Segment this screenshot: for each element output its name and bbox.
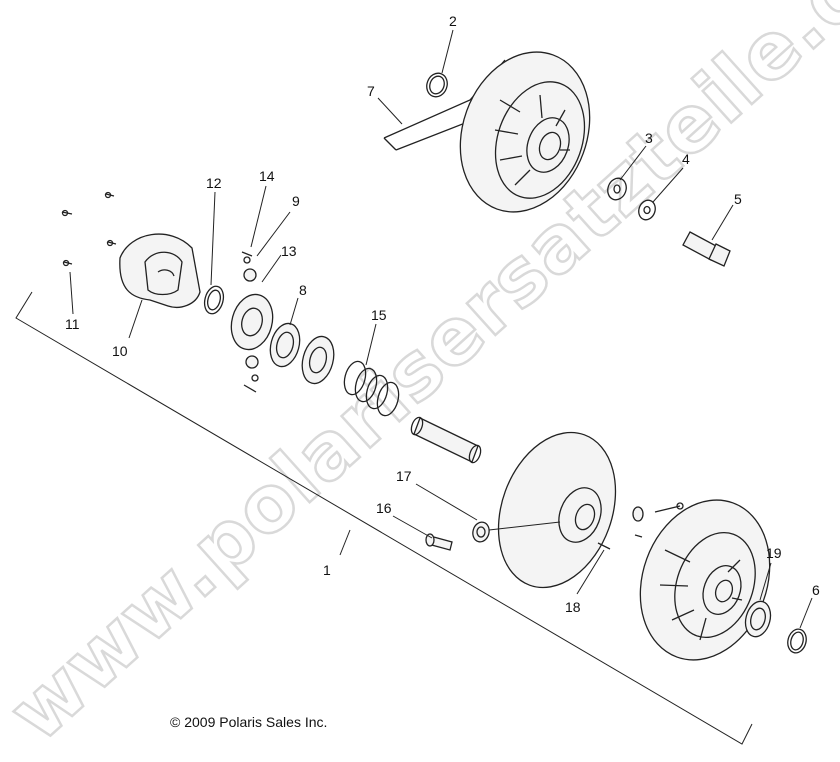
- callout-6: 6: [812, 582, 820, 598]
- retaining-ring-part-6: [787, 628, 807, 654]
- callout-11: 11: [65, 316, 80, 332]
- shaft: [410, 416, 482, 464]
- spring-part-15: [343, 360, 400, 417]
- callout-19: 19: [766, 545, 782, 561]
- o-ring-part-2: [426, 72, 448, 98]
- callout-8: 8: [299, 282, 307, 298]
- callout-15: 15: [371, 307, 387, 323]
- assembly-frame: [15, 291, 753, 745]
- bolt-part-5: [682, 231, 731, 267]
- callout-16: 16: [376, 500, 392, 516]
- pin-part-18: [597, 542, 611, 550]
- callout-12: 12: [206, 175, 222, 191]
- callout-3: 3: [645, 130, 653, 146]
- cover-plate: [301, 335, 335, 385]
- callout-2: 2: [449, 13, 457, 29]
- callout-18: 18: [565, 599, 581, 615]
- small-hardware: [632, 502, 684, 538]
- spider-assembly-part-13: [230, 251, 274, 393]
- stationary-sheave: [639, 499, 771, 661]
- spider-housing-part-10: [119, 233, 201, 308]
- washer-part-4: [638, 199, 656, 221]
- screws-part-11: [61, 191, 117, 267]
- moveable-sheave: [497, 431, 617, 589]
- callout-4: 4: [682, 151, 690, 167]
- snap-ring-part-12: [203, 285, 225, 315]
- leader-lines: [69, 29, 813, 629]
- bearing-part-19: [744, 600, 772, 638]
- callout-13: 13: [281, 243, 297, 259]
- callout-14: 14: [259, 168, 275, 184]
- callout-1: 1: [323, 562, 331, 578]
- callout-7: 7: [367, 83, 375, 99]
- callout-17: 17: [396, 468, 412, 484]
- callout-10: 10: [112, 343, 128, 359]
- callout-9: 9: [292, 193, 300, 209]
- roller-part-17: [472, 521, 561, 543]
- copyright-notice: © 2009 Polaris Sales Inc.: [170, 714, 327, 730]
- primary-clutch-sheave: [459, 51, 591, 213]
- callout-5: 5: [734, 191, 742, 207]
- callouts: 1 2 3 4 5 6 7 8 9 10 11 12 13 14 15 16 1…: [65, 13, 820, 615]
- pin-part-16: [425, 533, 453, 551]
